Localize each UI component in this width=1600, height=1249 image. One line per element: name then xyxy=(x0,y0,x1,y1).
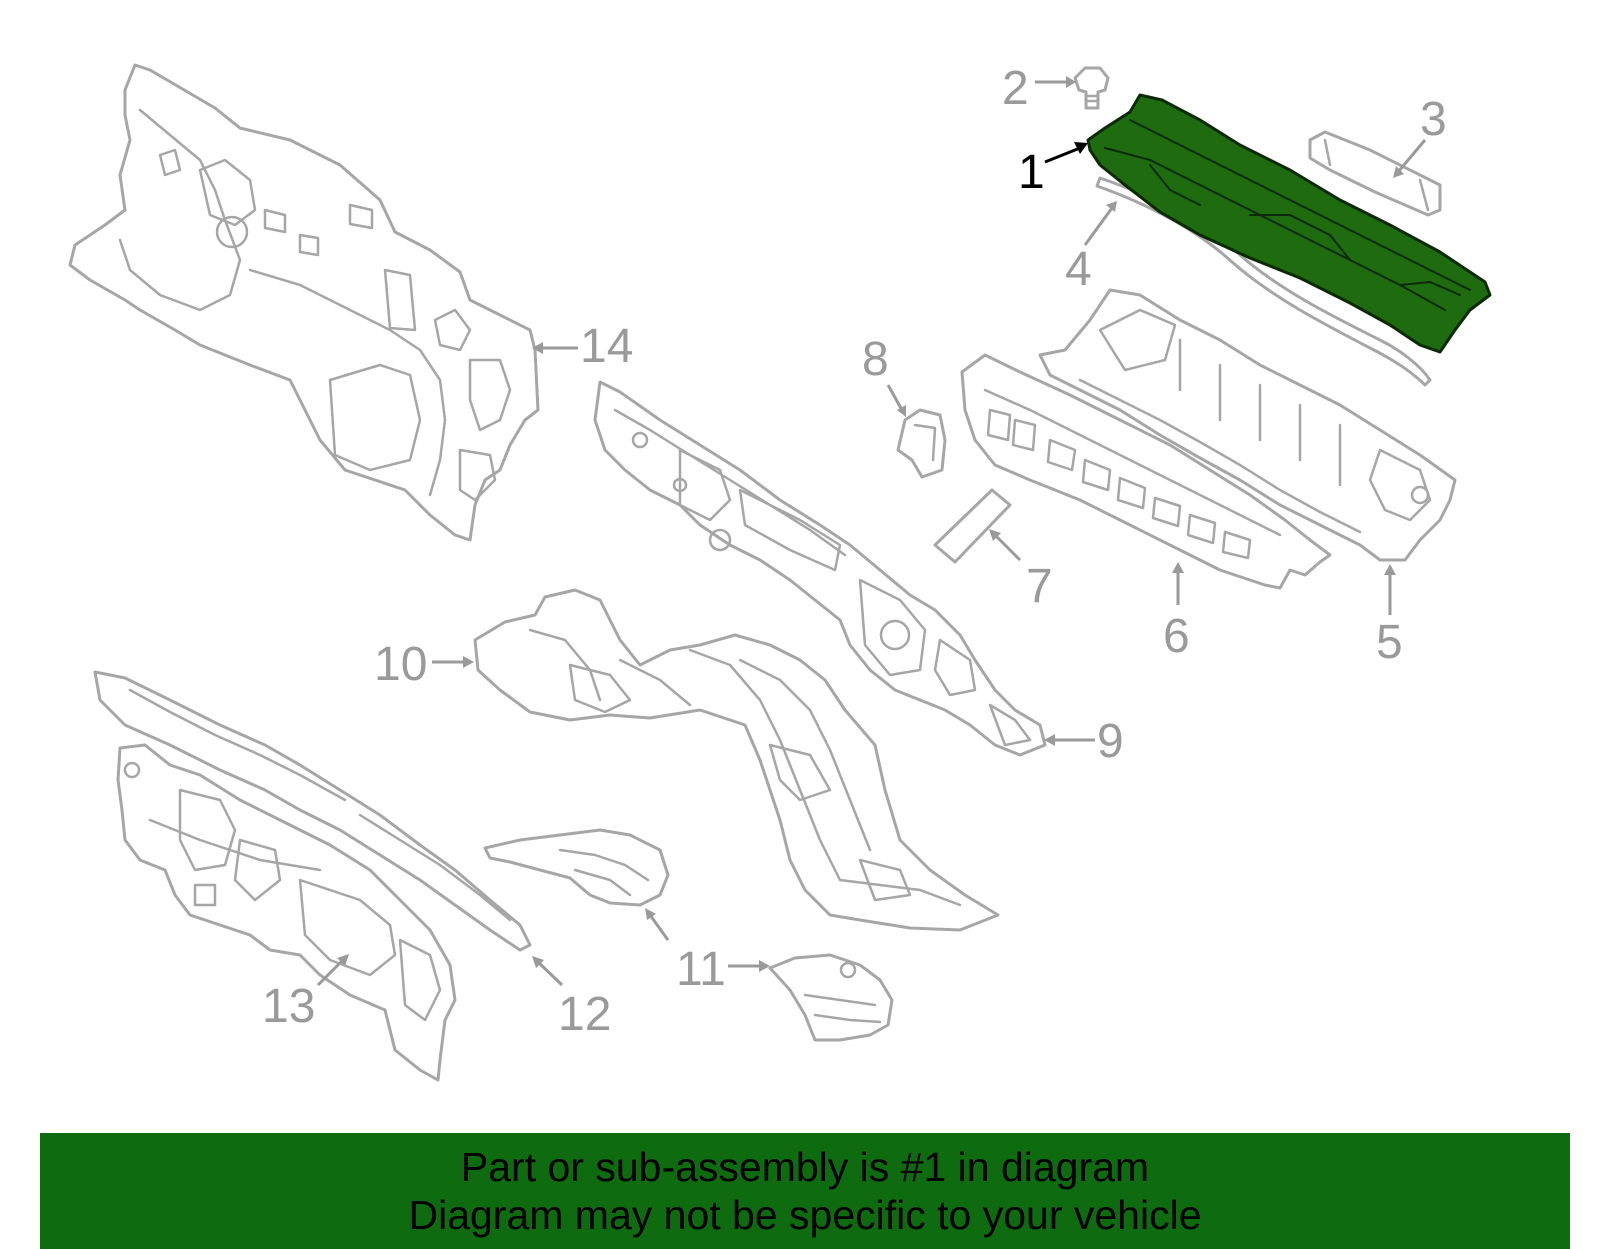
part-14-dash-panel[interactable] xyxy=(68,63,540,542)
callout-2: 2 xyxy=(1002,62,1029,115)
part-2-bolt[interactable] xyxy=(1073,66,1110,110)
leader-12 xyxy=(536,960,564,987)
part-6-cowl-inner[interactable] xyxy=(960,353,1332,590)
callout-7: 7 xyxy=(1026,560,1053,613)
callout-1: 1 xyxy=(1018,146,1045,199)
part-8-bracket[interactable] xyxy=(896,408,947,479)
part-11-brace[interactable] xyxy=(483,828,670,907)
leader-4 xyxy=(1083,207,1114,246)
banner-line-1: Part or sub-assembly is #1 in diagram xyxy=(460,1144,1150,1190)
leader-3 xyxy=(1396,139,1427,173)
callout-5: 5 xyxy=(1376,616,1403,669)
banner-line-2: Diagram may not be specific to your vehi… xyxy=(408,1192,1202,1238)
leader-1 xyxy=(1044,146,1081,164)
part-9-cross-member[interactable] xyxy=(593,380,1047,757)
callout-14: 14 xyxy=(580,320,633,373)
part-5-cowl-top[interactable] xyxy=(1038,288,1457,562)
part-12-brace-strip[interactable] xyxy=(93,670,532,952)
callout-6: 6 xyxy=(1163,610,1190,663)
part-10-floor-panel[interactable] xyxy=(473,588,1000,932)
leader-13 xyxy=(316,958,345,987)
leader-11b xyxy=(648,914,670,941)
leader-7 xyxy=(993,533,1022,562)
leader-8 xyxy=(886,384,904,411)
callout-13: 13 xyxy=(262,980,315,1033)
callout-12: 12 xyxy=(558,988,611,1041)
leader-lines xyxy=(316,76,1427,987)
part-7-pad[interactable] xyxy=(933,488,1012,564)
callout-4: 4 xyxy=(1065,243,1092,296)
info-banner: Part or sub-assembly is #1 in diagram Di… xyxy=(40,1133,1570,1249)
callout-8: 8 xyxy=(862,333,889,386)
callout-11: 11 xyxy=(676,943,726,996)
part-11-bracket[interactable] xyxy=(768,953,894,1042)
callout-labels: 1 2 3 4 5 6 7 8 9 10 11 12 13 14 xyxy=(262,62,1447,1041)
callout-10: 10 xyxy=(374,638,427,691)
callout-9: 9 xyxy=(1097,715,1124,768)
part-1-cowl-cover-highlighted[interactable] xyxy=(1086,93,1492,354)
part-3-strip[interactable] xyxy=(1308,130,1442,217)
parts-diagram: 1 2 3 4 5 6 7 8 9 10 11 12 13 14 xyxy=(68,62,1492,1082)
callout-3: 3 xyxy=(1420,93,1447,146)
part-13-dash-insulator[interactable] xyxy=(116,743,457,1082)
